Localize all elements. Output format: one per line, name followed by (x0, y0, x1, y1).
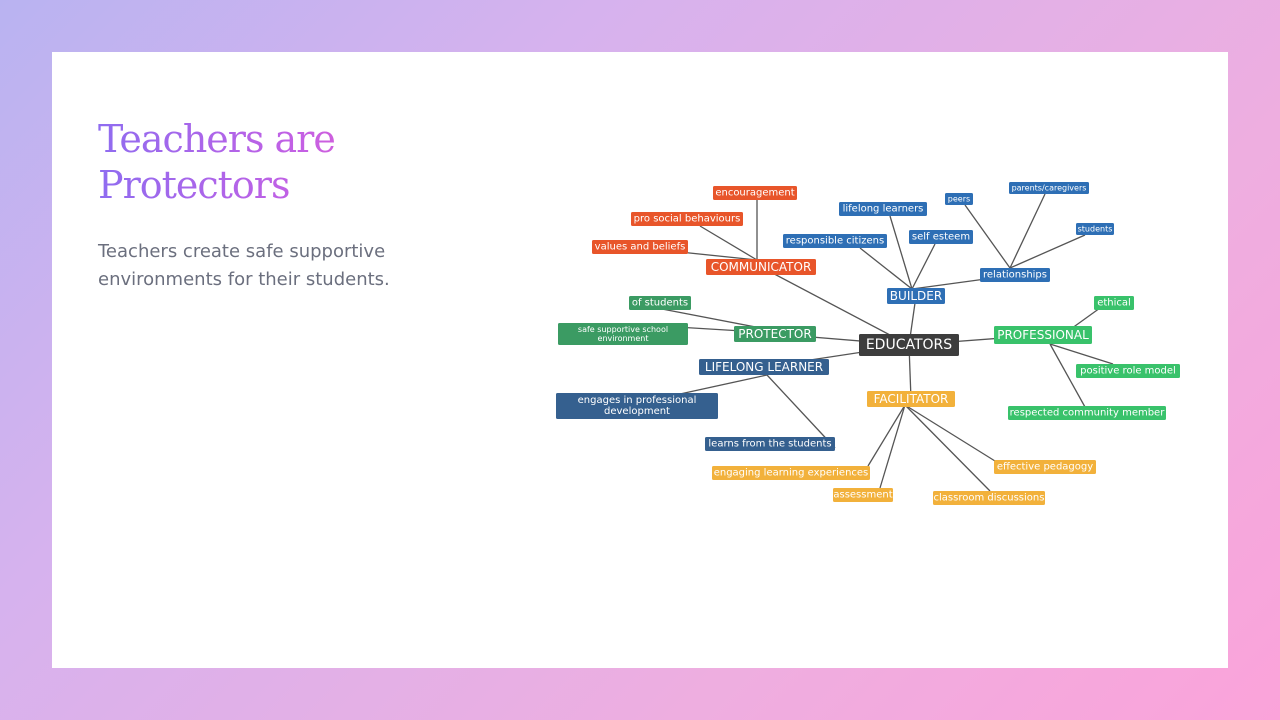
slide-body-text: Teachers create safe supportive environm… (98, 241, 390, 290)
title-line-2: Protectors (98, 163, 290, 207)
title-line-1: Teachers are (98, 117, 335, 161)
slide-title: Teachers are Protectors (98, 116, 438, 208)
slide-card: Teachers are Protectors Teachers create … (52, 52, 1228, 668)
